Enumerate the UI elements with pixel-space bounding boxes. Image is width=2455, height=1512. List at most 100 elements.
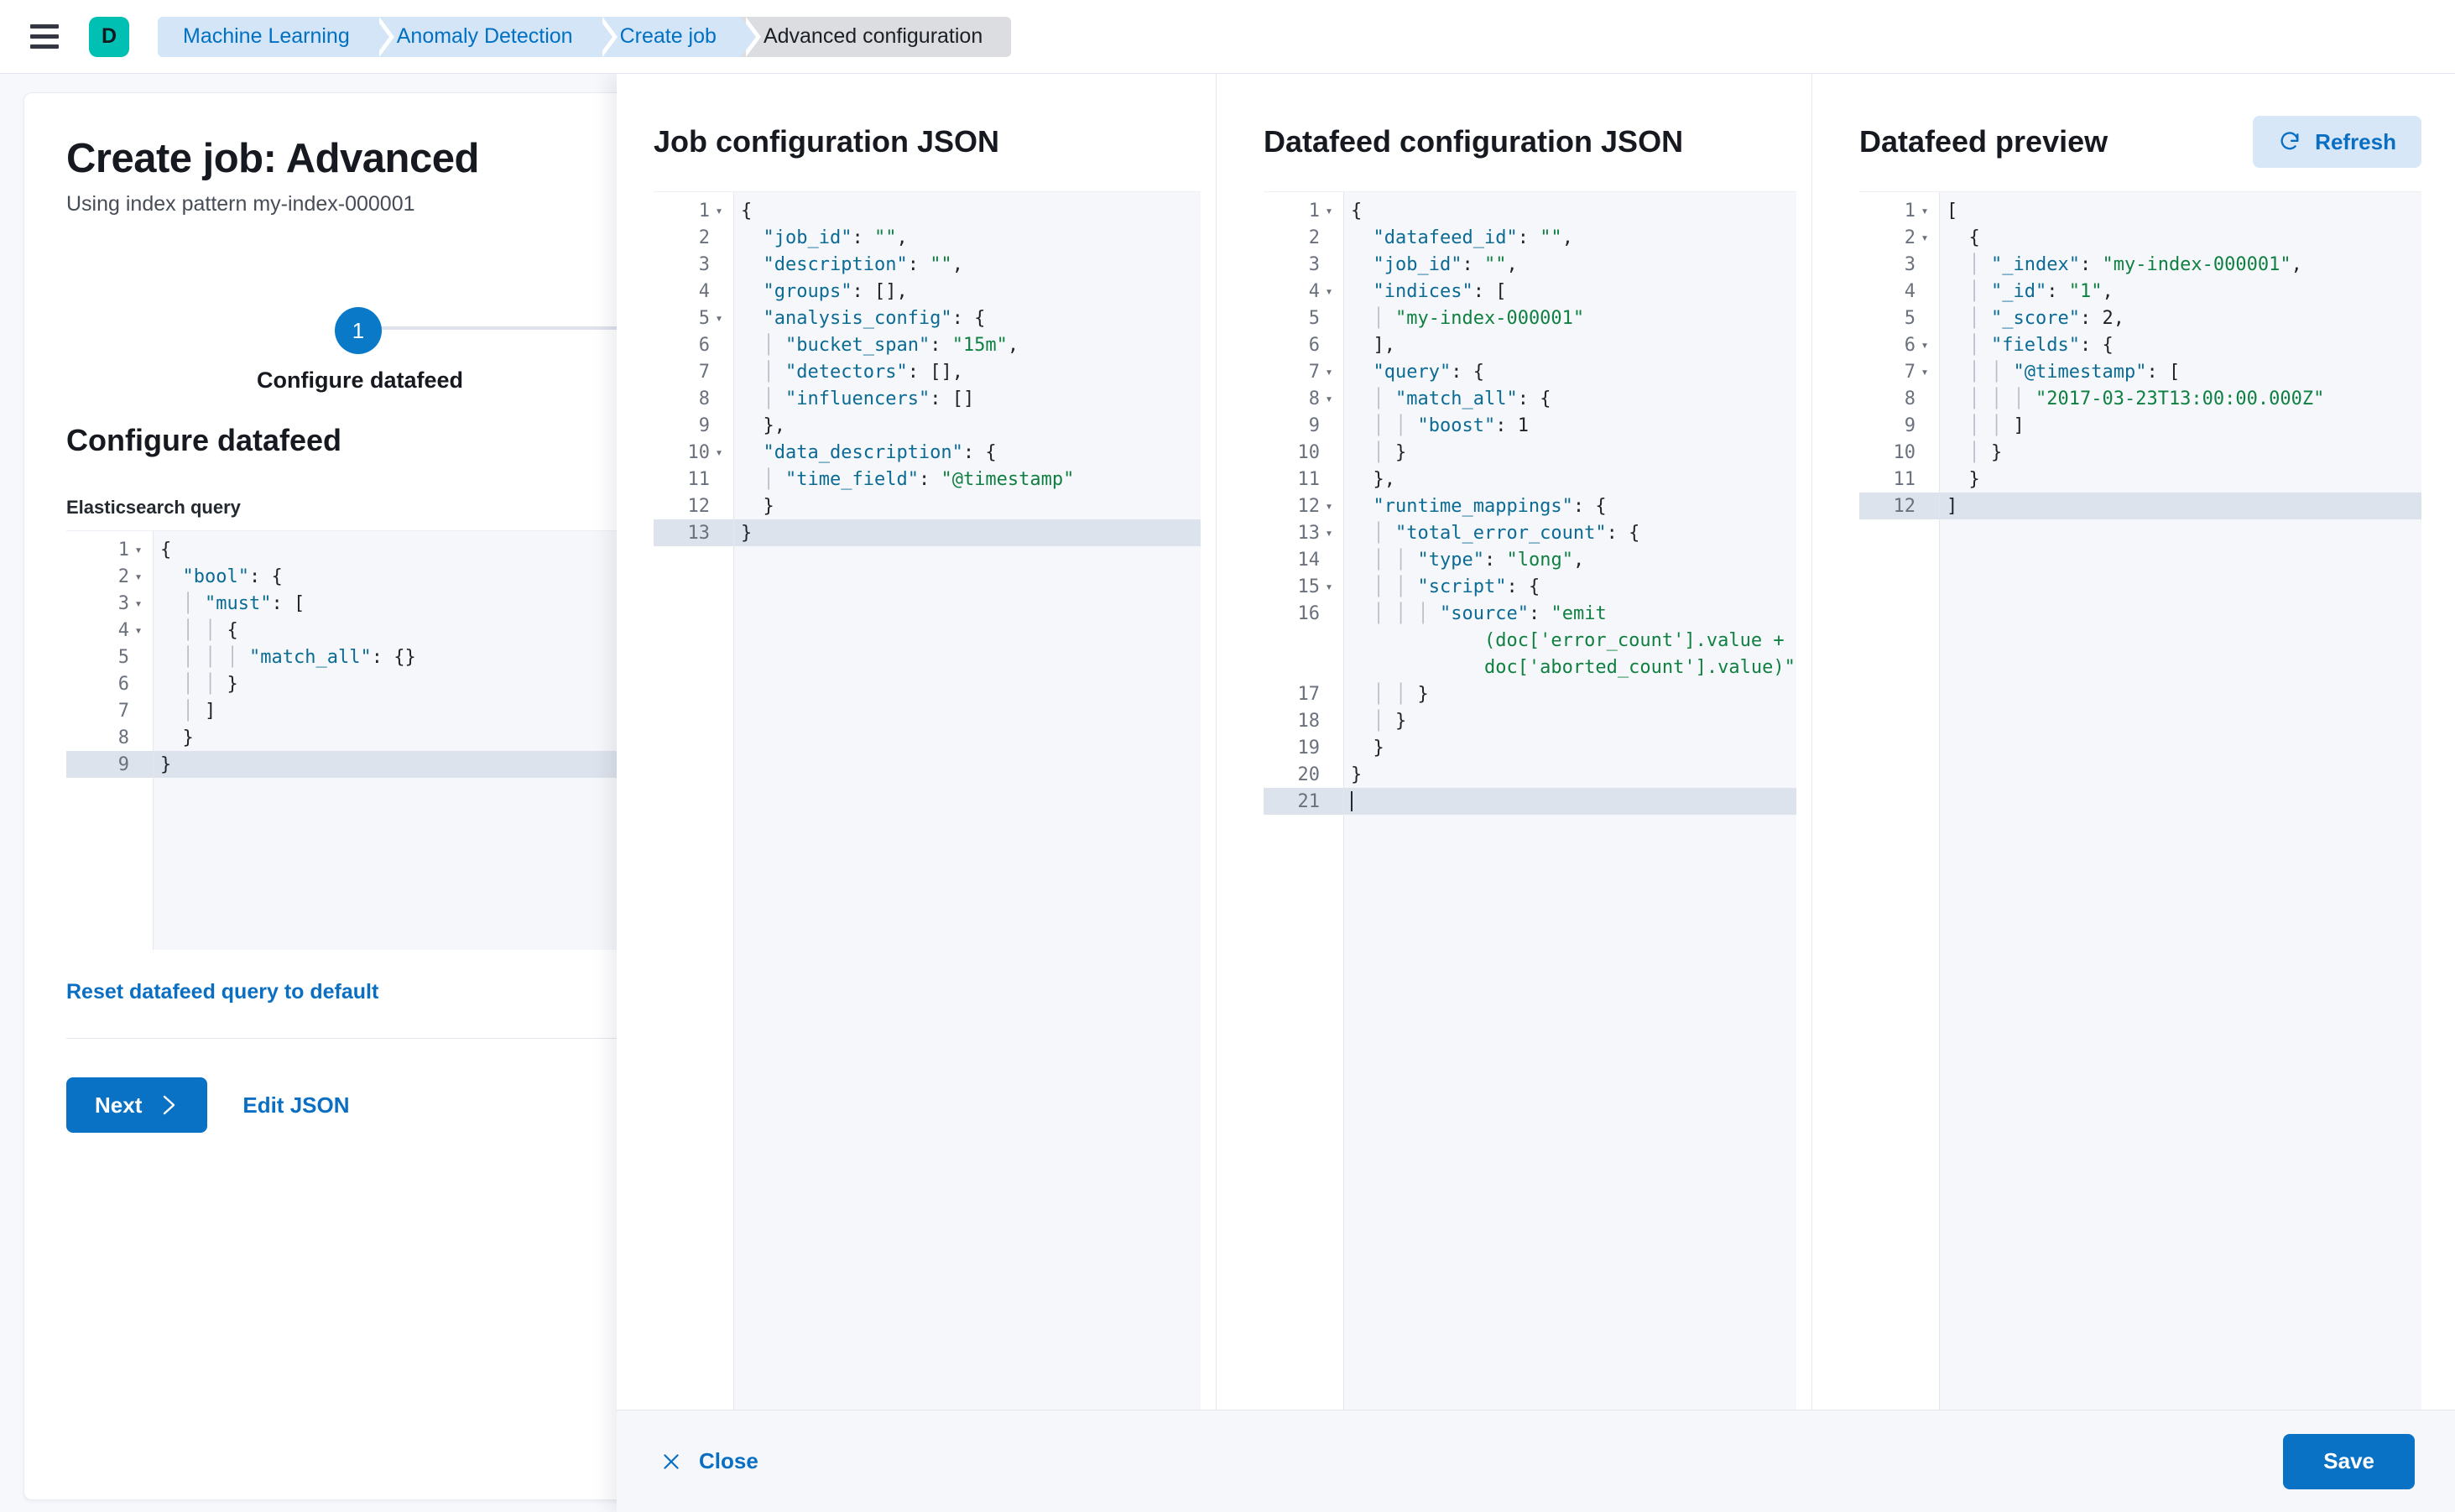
- code-line: "datafeed_id": "",: [1373, 227, 1573, 248]
- hamburger-menu-icon[interactable]: [30, 18, 67, 55]
- code-line: │ │ {: [182, 619, 238, 641]
- gutter-line: 8: [698, 388, 710, 409]
- code-line: │ │ }: [1373, 683, 1429, 705]
- gutter-line: 6: [1308, 334, 1320, 356]
- gutter-line: 13: [654, 519, 733, 546]
- code-line: │ "_id": "1",: [1968, 280, 2114, 302]
- gutter-line: 20: [1297, 764, 1321, 785]
- reset-datafeed-query-link[interactable]: Reset datafeed query to default: [66, 980, 379, 1004]
- gutter-line: 1▾: [1308, 200, 1333, 222]
- code-line: }: [182, 727, 194, 748]
- code-line: (doc['error_count'].value +: [1483, 629, 1785, 651]
- gutter-line: 9: [1308, 414, 1320, 436]
- code-line: {: [1968, 227, 1980, 248]
- breadcrumb-item-anomaly-detection[interactable]: Anomaly Detection: [374, 16, 618, 57]
- next-button-label: Next: [95, 1092, 143, 1118]
- gutter-line: 4: [698, 280, 710, 302]
- code-line: "job_id": "",: [763, 227, 908, 248]
- elasticsearch-query-label: Elasticsearch query: [66, 497, 241, 518]
- gutter-line: 4▾: [117, 619, 143, 641]
- close-button[interactable]: Close: [660, 1448, 758, 1474]
- code-line: │ │ }: [182, 673, 238, 695]
- breadcrumb-item-create-job[interactable]: Create job: [597, 16, 762, 57]
- gutter-line: 12▾: [1297, 495, 1333, 517]
- gutter-line: 1▾: [698, 200, 723, 222]
- gutter-line: 10: [1297, 441, 1321, 463]
- breadcrumb: Machine Learning Anomaly Detection Creat…: [158, 16, 1012, 57]
- code-line: │ "my-index-000001": [1373, 307, 1585, 329]
- code-line: │ "_index": "my-index-000001",: [1968, 253, 2302, 275]
- refresh-button[interactable]: Refresh: [2253, 116, 2421, 168]
- next-button[interactable]: Next: [66, 1077, 208, 1133]
- datafeed-configuration-title: Datafeed configuration JSON: [1264, 124, 1684, 159]
- gutter-line: 17: [1297, 683, 1321, 705]
- gutter-line: 3: [698, 253, 710, 275]
- gutter-line: 5: [117, 646, 129, 668]
- gutter-line: [1264, 654, 1343, 680]
- code-line: │ }: [1373, 441, 1407, 463]
- gutter-line: 5: [1904, 307, 1916, 329]
- gutter-line: 11: [1297, 468, 1321, 490]
- gutter-line: 10▾: [687, 441, 723, 463]
- code-line: │ │ "boost": 1: [1373, 414, 1529, 436]
- gutter-line: 7: [117, 700, 129, 722]
- gutter-line: [1264, 627, 1343, 654]
- save-button[interactable]: Save: [2283, 1433, 2415, 1489]
- top-chrome-bar: D Machine Learning Anomaly Detection Cre…: [0, 0, 2455, 74]
- gutter-line: 8▾: [1308, 388, 1333, 409]
- gutter-line: 1▾: [1904, 200, 1929, 222]
- gutter-line: 2: [1308, 227, 1320, 248]
- code-line: "job_id": "",: [1373, 253, 1518, 275]
- code-line: │ }: [1373, 710, 1407, 732]
- gutter-line: 3▾: [117, 592, 143, 614]
- stepper-step-1[interactable]: 1: [335, 307, 382, 354]
- space-avatar[interactable]: D: [89, 16, 129, 57]
- code-line: },: [1373, 468, 1396, 490]
- code-line: │ "total_error_count": {: [1373, 522, 1640, 544]
- code-line: "runtime_mappings": {: [1373, 495, 1607, 517]
- job-config-code[interactable]: { "job_id": "", "description": "", "grou…: [734, 192, 1201, 1410]
- code-line: │ │ │ "source": "emit: [1373, 602, 1607, 624]
- datafeed-config-code[interactable]: { "datafeed_id": "", "job_id": "", "indi…: [1344, 192, 1796, 1410]
- datafeed-preview-code[interactable]: [ { │ "_index": "my-index-000001", │ "_i…: [1940, 192, 2421, 1410]
- chevron-right-icon: [160, 1094, 179, 1116]
- code-line: "analysis_config": {: [763, 307, 986, 329]
- gutter-line: 9: [698, 414, 710, 436]
- gutter-line: 2: [698, 227, 710, 248]
- gutter-line: 9: [1904, 414, 1916, 436]
- code-line: [1344, 788, 1796, 815]
- code-line: }: [1373, 737, 1384, 759]
- gutter-line: 10: [1893, 441, 1916, 463]
- gutter-line: 11: [687, 468, 711, 490]
- edit-json-button[interactable]: Edit JSON: [242, 1092, 350, 1118]
- gutter-line: 7: [698, 361, 710, 383]
- code-line: │ "detectors": [],: [763, 361, 963, 383]
- gutter-line: 16: [1297, 602, 1321, 624]
- gutter-line: 4: [1904, 280, 1916, 302]
- code-line: │ "fields": {: [1968, 334, 2114, 356]
- code-line: ],: [1373, 334, 1396, 356]
- code-line: },: [763, 414, 786, 436]
- code-line: │ "influencers": []: [763, 388, 975, 409]
- gutter-line: 3: [1308, 253, 1320, 275]
- code-line: ]: [1940, 493, 2421, 519]
- refresh-button-label: Refresh: [2315, 128, 2396, 154]
- gutter-line: 9: [66, 751, 153, 778]
- code-line: │ "match_all": {: [1373, 388, 1551, 409]
- page-subtitle: Using index pattern my-index-000001: [66, 192, 415, 216]
- gutter-line: 8: [1904, 388, 1916, 409]
- code-line: }: [734, 519, 1201, 546]
- code-line: }: [1968, 468, 1980, 490]
- gutter-line: 5▾: [698, 307, 723, 329]
- code-line: │ "time_field": "@timestamp": [763, 468, 1075, 490]
- breadcrumb-item-machine-learning[interactable]: Machine Learning: [158, 16, 394, 57]
- gutter-line: 3: [1904, 253, 1916, 275]
